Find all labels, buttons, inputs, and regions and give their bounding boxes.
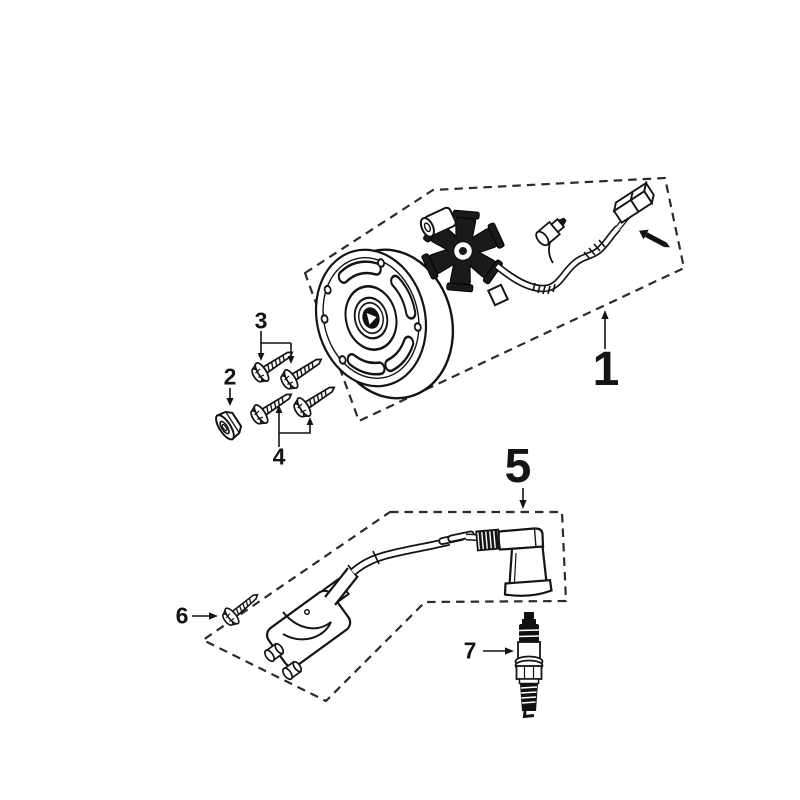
callout-label-2: 2 (223, 363, 237, 390)
callout-2-arrow (226, 388, 234, 406)
callout-label-1: 1 (592, 343, 620, 396)
callout-5-arrow (519, 488, 527, 509)
callout-1-arrow (601, 310, 609, 349)
callout-6-arrow (192, 612, 218, 620)
coil-mounting-screw (218, 586, 265, 630)
callout-label-5: 5 (504, 440, 532, 493)
pickup-coil (535, 217, 567, 247)
connector-screw (639, 229, 670, 248)
callout-label-4: 4 (272, 443, 286, 470)
callout-label-3: 3 (254, 307, 268, 334)
assembly-1-boundary (303, 176, 686, 423)
flywheel-rotor (314, 248, 455, 400)
harness-connector (612, 180, 655, 224)
callout-label-6: 6 (175, 602, 189, 629)
fastener-group (215, 342, 341, 441)
stator (419, 206, 510, 307)
coil-mount-bolt (264, 642, 285, 663)
ignition-coil-assembly (264, 527, 553, 681)
coil-mount-bolt (282, 660, 303, 681)
flange-nut (215, 410, 243, 441)
corrugated-sleeve (532, 239, 606, 295)
spark-plug (514, 612, 544, 719)
flange-screw-4a (246, 384, 298, 429)
callout-4-bracket (275, 405, 314, 447)
ht-lead (324, 528, 501, 606)
callout-label-7: 7 (463, 637, 477, 664)
wiring-harness (494, 180, 670, 295)
stator-boss (419, 206, 457, 238)
callout-7-arrow (483, 647, 514, 655)
stator-foot (486, 283, 510, 307)
spark-plug-cap (497, 527, 553, 597)
callout-3-bracket (257, 331, 295, 364)
